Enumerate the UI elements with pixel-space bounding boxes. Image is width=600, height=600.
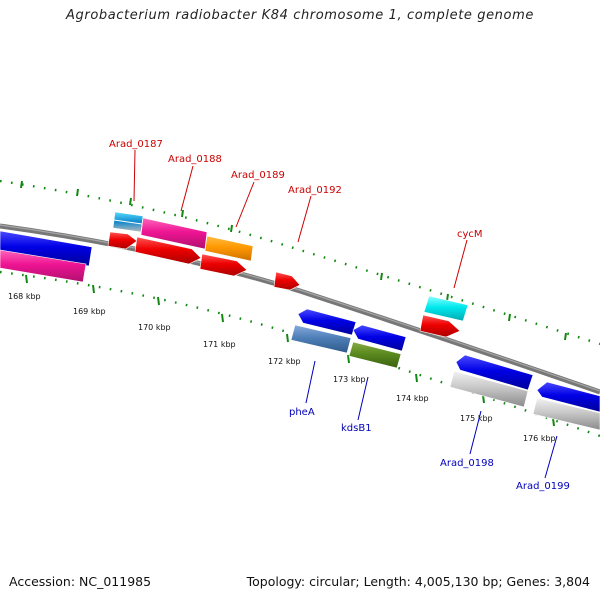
reverse-genes bbox=[290, 308, 600, 431]
gene-phea[interactable] bbox=[290, 324, 352, 354]
label-arad-0188: Arad_0188 bbox=[168, 154, 222, 165]
label-arad-0187: Arad_0187 bbox=[109, 139, 163, 150]
label-cycm: cycM bbox=[457, 229, 483, 240]
label-arad-0192: Arad_0192 bbox=[288, 185, 342, 196]
tick-label: 169 kbp bbox=[73, 307, 106, 316]
label-arad-0198: Arad_0198 bbox=[440, 458, 494, 469]
gene-red-3[interactable] bbox=[199, 253, 248, 277]
gene-red-1[interactable] bbox=[107, 231, 138, 250]
genome-backbone-highlight bbox=[0, 224, 600, 392]
tick-label: 168 kbp bbox=[8, 292, 41, 301]
gene-arad-0198[interactable] bbox=[449, 370, 529, 408]
gene-blue-rev-2[interactable] bbox=[352, 324, 407, 352]
forward-genes bbox=[107, 211, 469, 338]
left-edge-genes bbox=[0, 230, 93, 283]
outer-ruler-major-ticks bbox=[20, 180, 567, 341]
genome-summary: Topology: circular; Length: 4,005,130 bp… bbox=[246, 574, 590, 589]
gene-red-4[interactable] bbox=[419, 314, 461, 338]
gene-blue-left[interactable] bbox=[0, 230, 93, 267]
label-arad-0189: Arad_0189 bbox=[231, 170, 285, 181]
map-title: Agrobacterium radiobacter K84 chromosome… bbox=[66, 8, 534, 23]
inner-ruler-major-ticks bbox=[25, 274, 555, 427]
label-phea: pheA bbox=[289, 407, 315, 418]
label-arad-0199: Arad_0199 bbox=[516, 481, 570, 492]
accession-text: Accession: NC_011985 bbox=[9, 574, 152, 589]
tick-label: 174 kbp bbox=[396, 394, 429, 403]
gene-arad-0192[interactable] bbox=[273, 271, 301, 291]
genome-backbone bbox=[0, 223, 600, 395]
tick-label: 176 kbp bbox=[523, 434, 556, 443]
tick-label: 175 kbp bbox=[460, 414, 493, 423]
label-leaders bbox=[133, 149, 558, 479]
gene-pink-left[interactable] bbox=[0, 249, 87, 283]
gene-arad-0189[interactable] bbox=[204, 235, 254, 262]
outer-ruler bbox=[0, 179, 600, 346]
gene-blue-rev-4[interactable] bbox=[536, 381, 600, 413]
gene-blue-rev-3[interactable] bbox=[455, 354, 534, 391]
tick-label: 172 kbp bbox=[268, 357, 301, 366]
gene-kdsb1[interactable] bbox=[348, 341, 402, 369]
tick-label: 170 kbp bbox=[138, 323, 171, 332]
gene-red-2[interactable] bbox=[134, 236, 202, 265]
tick-label: 173 kbp bbox=[333, 375, 366, 384]
tick-label: 171 kbp bbox=[203, 340, 236, 349]
gene-cycm[interactable] bbox=[423, 295, 469, 322]
gene-arad-0199[interactable] bbox=[532, 397, 600, 431]
gene-blue-rev-1[interactable] bbox=[297, 308, 357, 336]
gene-teal-stripe bbox=[113, 219, 143, 225]
label-kdsb1: kdsB1 bbox=[341, 423, 372, 434]
